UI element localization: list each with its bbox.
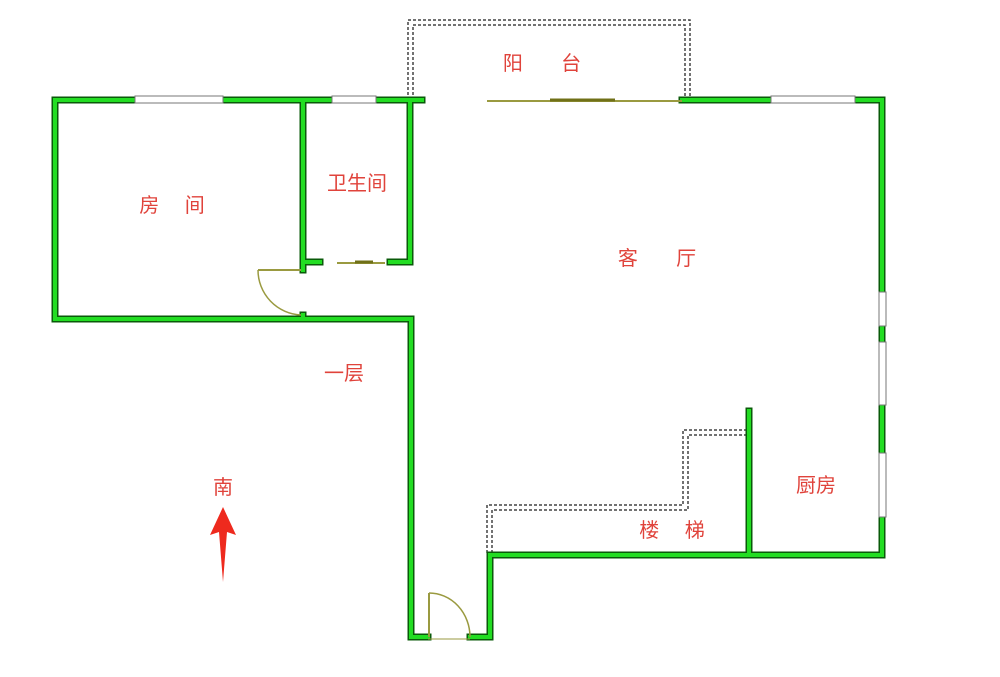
window-kitchen (878, 452, 887, 518)
label-compass-south: 南 (213, 475, 233, 499)
north-arrow-icon (210, 507, 236, 582)
doors (257, 98, 682, 640)
label-stairs: 楼 梯 (639, 518, 705, 542)
balcony-outline (407, 19, 691, 100)
balcony-outline-inner (412, 24, 686, 100)
window-right-2 (878, 341, 887, 406)
label-bedroom: 房 间 (139, 193, 205, 217)
label-balcony: 阳 台 (502, 51, 582, 75)
stairs-outline-inner (491, 434, 747, 553)
window-living (770, 95, 856, 104)
window-bathroom (331, 95, 377, 104)
label-living-room: 客 厅 (617, 246, 697, 270)
stairs-outline (486, 429, 747, 553)
windows (134, 95, 887, 518)
label-floor: 一层 (324, 361, 364, 385)
window-right-1 (878, 291, 887, 327)
window-bedroom (134, 95, 224, 104)
label-kitchen: 厨房 (796, 473, 836, 497)
label-bathroom: 卫生间 (327, 171, 387, 195)
walls (53, 98, 884, 639)
dashed-outlines (407, 19, 747, 553)
entry-door-swing (428, 592, 471, 638)
bedroom-door-swing (257, 269, 302, 316)
